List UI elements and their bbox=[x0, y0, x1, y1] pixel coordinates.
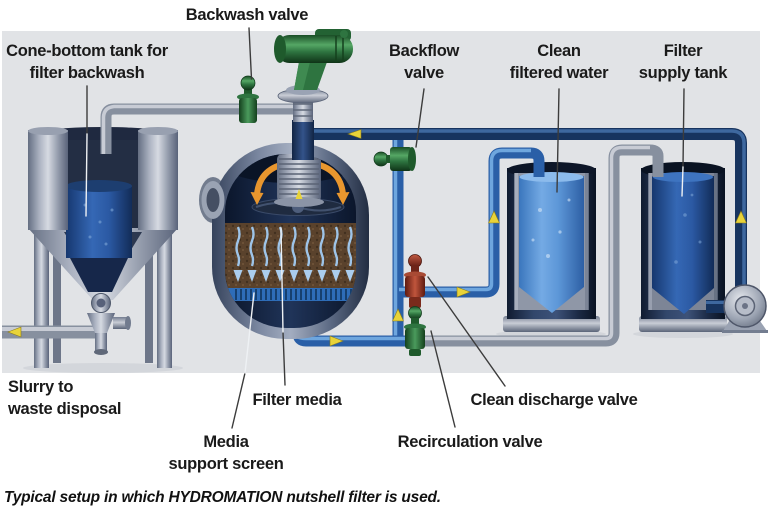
flow-arrows bbox=[7, 129, 747, 347]
tank-leg bbox=[34, 228, 49, 368]
label-slurry-to-waste: Slurry to waste disposal bbox=[8, 378, 122, 418]
media-support-screen bbox=[225, 288, 356, 301]
label-recirculation-valve: Recirculation valve bbox=[397, 433, 543, 451]
tank-leg bbox=[145, 228, 153, 363]
label-filter-media: Filter media bbox=[252, 391, 342, 409]
media-flow-arrowheads bbox=[233, 270, 355, 282]
label-media-support-screen: Media support screen bbox=[168, 433, 284, 473]
recirculation-valve bbox=[404, 306, 426, 356]
backflow-valve bbox=[373, 147, 416, 171]
filter-media-bed bbox=[225, 223, 356, 288]
agitator-scrubber bbox=[274, 154, 324, 207]
recirculation-pipe bbox=[424, 144, 664, 347]
cone-tank-drain-valve bbox=[87, 293, 131, 355]
label-backflow-valve: Backflow valve bbox=[388, 42, 460, 82]
label-clean-filtered-water: Clean filtered water bbox=[509, 42, 609, 82]
clean-discharge-valve bbox=[404, 254, 426, 308]
label-filter-supply-tank: Filter supply tank bbox=[638, 42, 728, 82]
label-backwash-valve: Backwash valve bbox=[185, 6, 309, 24]
backflow-pipe bbox=[392, 140, 404, 341]
top-feed-pipe bbox=[312, 128, 747, 300]
label-cone-bottom-tank: Cone-bottom tank for filter backwash bbox=[6, 42, 168, 82]
backwash-pipe bbox=[100, 103, 301, 154]
porthole-glass bbox=[206, 188, 220, 212]
flow-arrow bbox=[295, 189, 303, 199]
figure-caption: Typical setup in which HYDROMATION nutsh… bbox=[4, 489, 441, 506]
cone-bottom-tank bbox=[28, 127, 178, 368]
water-droplets bbox=[674, 193, 702, 264]
pump bbox=[706, 284, 768, 333]
tank-leg bbox=[53, 228, 61, 363]
pointer-lines bbox=[85, 27, 685, 429]
tank-leg bbox=[157, 228, 172, 368]
label-clean-discharge-valve: Clean discharge valve bbox=[470, 391, 638, 409]
filter-motor bbox=[274, 29, 353, 160]
water-droplets bbox=[83, 203, 114, 246]
water-droplets bbox=[531, 198, 571, 258]
clean-water-tank bbox=[503, 162, 600, 332]
filter-vessel bbox=[199, 143, 369, 339]
